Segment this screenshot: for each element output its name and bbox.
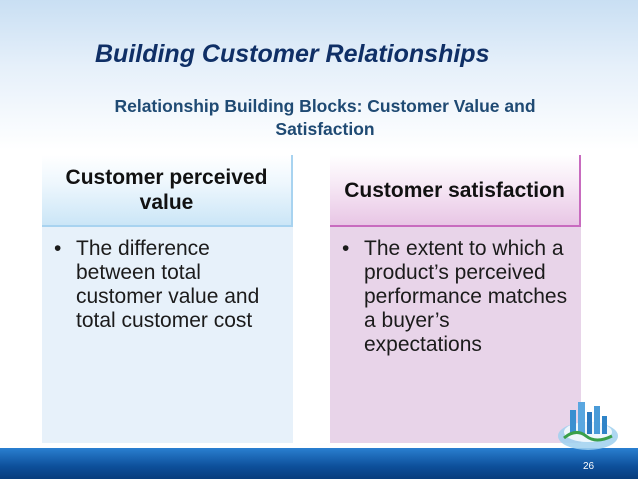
customer-perceived-value-header: Customer perceived value — [42, 155, 293, 227]
bullet-text: The extent to which a product’s perceive… — [364, 237, 568, 356]
bullet-icon: • — [54, 237, 62, 260]
footer-band — [0, 448, 638, 479]
bullet-text: The difference between total customer va… — [76, 237, 260, 332]
page-number: 26 — [583, 461, 595, 472]
slide-subtitle: Relationship Building Blocks: Customer V… — [114, 96, 536, 139]
customer-satisfaction-header: Customer satisfaction — [330, 155, 581, 227]
bullet-icon: • — [342, 237, 350, 260]
list-item: • The extent to which a product’s percei… — [342, 237, 571, 357]
customer-perceived-value-body: • The difference between total customer … — [42, 227, 293, 443]
globe-city-icon — [558, 402, 618, 450]
header-background — [0, 0, 638, 150]
list-item: • The difference between total customer … — [54, 237, 283, 333]
slide-title: Building Customer Relationships — [95, 40, 490, 68]
customer-satisfaction-body: • The extent to which a product’s percei… — [330, 227, 581, 443]
